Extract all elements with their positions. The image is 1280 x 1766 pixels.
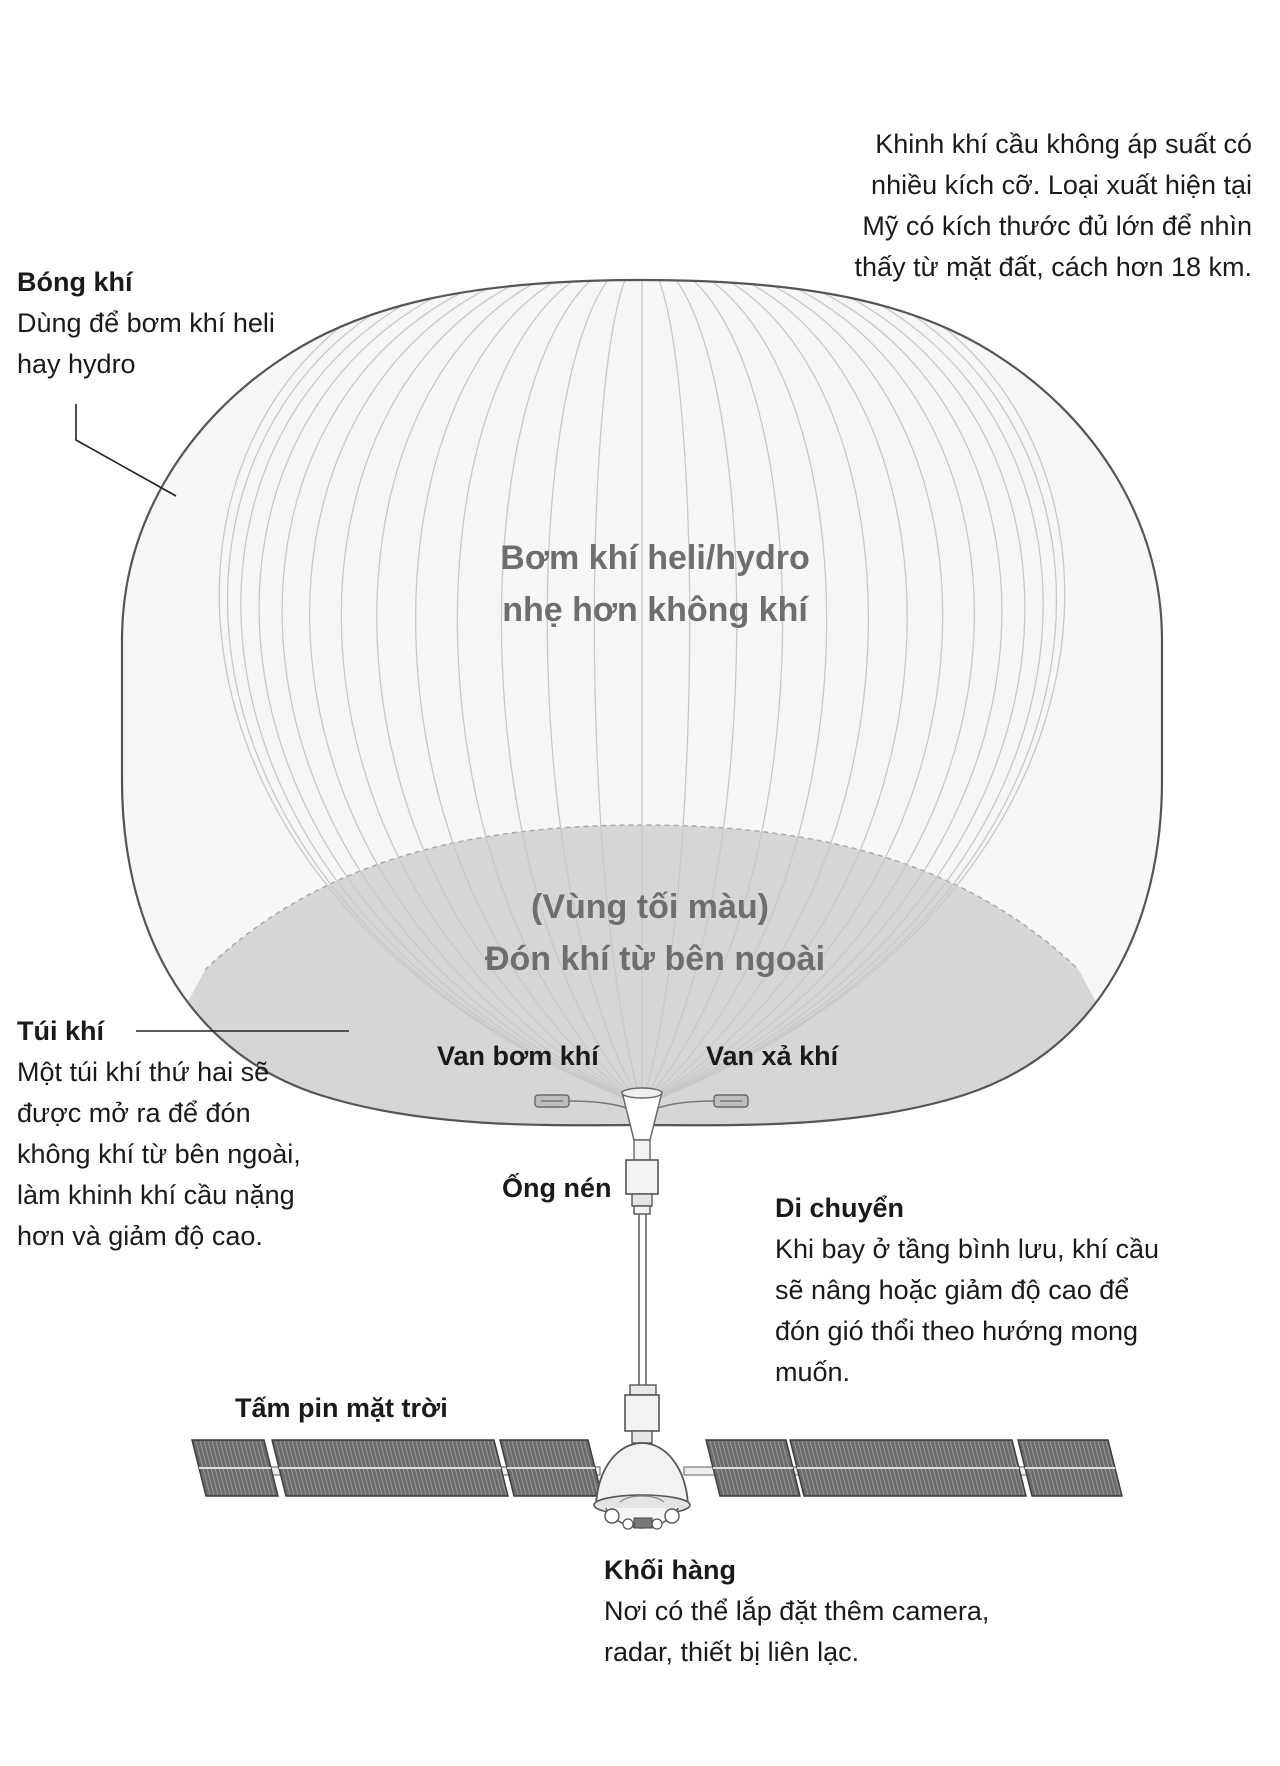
gore-line: [641, 280, 944, 1106]
balloon-label-title: Bóng khí: [17, 267, 133, 297]
gore-line: [641, 280, 870, 1106]
tether-line: [638, 1214, 647, 1385]
intro-text: Khinh khí cầu không áp suất có nhiều kíc…: [854, 129, 1252, 282]
gore-line: [340, 280, 643, 1106]
lower-connector: [624, 1384, 660, 1444]
solar-panel: [499, 1439, 603, 1497]
compressor-unit: [625, 1159, 659, 1215]
gore-line: [240, 280, 643, 1106]
gore-line: [258, 280, 643, 1106]
tube-label: Ống nén: [502, 1173, 612, 1203]
gore-line: [546, 280, 643, 1106]
payload-pod: [593, 1442, 691, 1530]
dark-zone-label-1: (Vùng tối màu): [531, 888, 769, 926]
payload-label: Khối hàng Nơi có thể lắp đặt thêm camera…: [604, 1550, 989, 1673]
gore-line: [641, 280, 1066, 1106]
gore-line: [641, 280, 975, 1106]
gore-line: [456, 280, 643, 1106]
solar-panel: [789, 1439, 1027, 1497]
gore-line: [641, 280, 738, 1106]
gore-line: [500, 280, 643, 1106]
solar-panel: [191, 1439, 279, 1497]
gore-line: [641, 280, 1057, 1106]
dark-zone-label-2: Đón khí từ bên ngoài: [485, 940, 825, 978]
movement-label-title: Di chuyển: [775, 1193, 905, 1223]
gore-line: [376, 280, 643, 1106]
air-bag-label-title: Túi khí: [17, 1016, 104, 1046]
gore-line: [641, 280, 1003, 1106]
balloon-label: Bóng khí Dùng để bơm khí heli hay hydro: [17, 262, 275, 385]
payload-label-title: Khối hàng: [604, 1555, 736, 1585]
intake-valve-label: Van bơm khí: [437, 1041, 599, 1071]
gore-line: [414, 280, 643, 1106]
gore-line: [641, 280, 691, 1106]
gore-line: [281, 280, 643, 1106]
gore-line: [641, 280, 1026, 1106]
balloon-inner-label-1: Bơm khí heli/hydro: [500, 539, 809, 577]
gore-line: [641, 280, 784, 1106]
air-bag-label: Túi khí Một túi khí thứ hai sẽ được mở r…: [17, 1011, 301, 1257]
gore-line: [641, 280, 1044, 1106]
envelope-outline: [120, 278, 1164, 1127]
balloon-inner-label-2: nhẹ hơn không khí: [502, 591, 809, 629]
intake-valve: [534, 1094, 570, 1108]
gore-line: [309, 280, 643, 1106]
exhaust-valve-label: Van xả khí: [706, 1041, 839, 1071]
exhaust-valve: [713, 1094, 749, 1108]
gore-line: [227, 280, 643, 1106]
solar-panel: [271, 1439, 509, 1497]
gore-line: [641, 280, 908, 1106]
solar-label: Tấm pin mặt trời: [235, 1393, 448, 1423]
envelope-leader-line: [75, 404, 177, 497]
gore-line: [218, 280, 643, 1106]
solar-panel: [1017, 1439, 1123, 1497]
balloon-envelope: [120, 278, 1164, 1127]
gore-lines: [218, 280, 1066, 1106]
gore-line: [593, 280, 643, 1106]
movement-label: Di chuyển Khi bay ở tầng bình lưu, khí c…: [775, 1188, 1159, 1393]
gore-line: [641, 280, 828, 1106]
solar-panel: [705, 1439, 801, 1497]
solar-panels: [191, 1439, 1123, 1497]
